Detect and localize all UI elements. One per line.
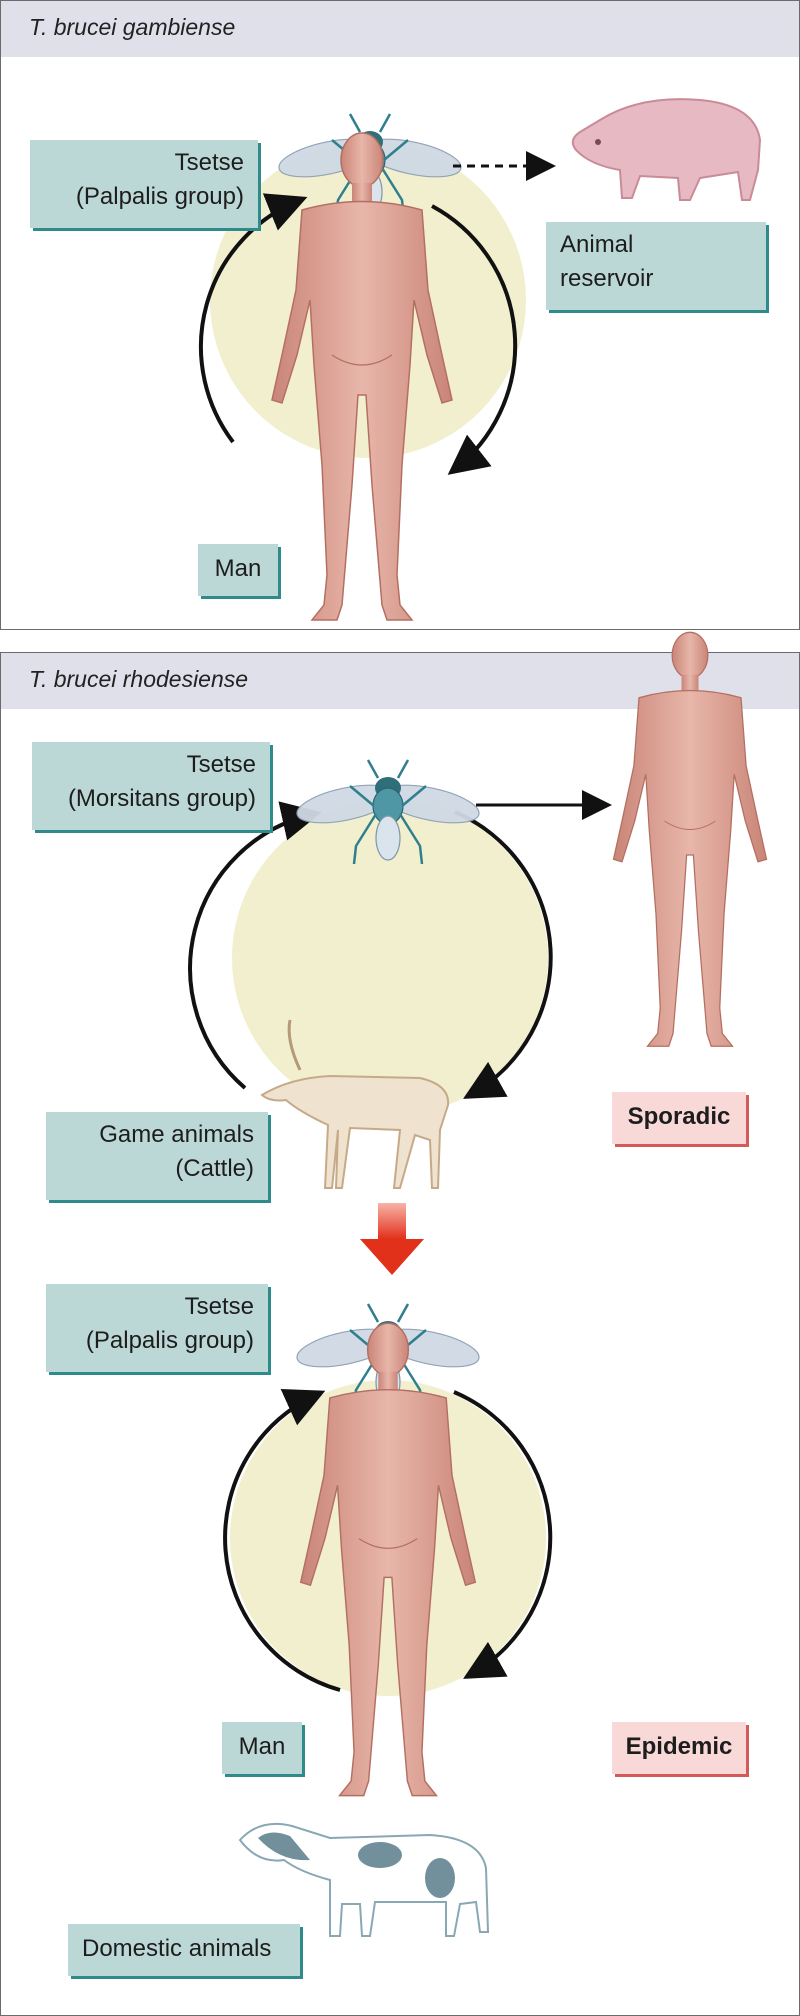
down-arrow-icon (360, 1203, 424, 1275)
label-line: Tsetse (174, 149, 244, 176)
panel-title: T. brucei gambiense (29, 14, 236, 40)
label-line: Animal (560, 231, 634, 258)
pig-icon (571, 98, 762, 201)
label-line: Epidemic (625, 1733, 733, 1760)
cycle-arrow-icon (198, 193, 308, 444)
label-line: (Morsitans group) (67, 785, 256, 812)
man-label: Man (222, 1722, 302, 1774)
tsetse-palpalis-label: Tsetse (Palpalis group) (30, 140, 258, 228)
cycle-arrow-icon (431, 204, 518, 475)
label-line: Tsetse (184, 1293, 254, 1320)
cycle-arrow-icon (454, 810, 553, 1099)
label-line: reservoir (560, 265, 654, 292)
label-line: (Palpalis group) (85, 1327, 254, 1354)
domestic-animals-label: Domestic animals (68, 1924, 300, 1976)
man-label: Man (198, 544, 278, 596)
antelope-icon (260, 1019, 450, 1189)
label-line: (Cattle) (175, 1155, 254, 1182)
cow-icon (238, 1822, 490, 1937)
panel-title: T. brucei rhodesiense (29, 666, 249, 692)
epidemic-label: Epidemic (612, 1722, 746, 1774)
panel-header: T. brucei gambiense (1, 1, 799, 57)
cycle-background (232, 800, 548, 1116)
label-line: Game animals (99, 1121, 254, 1148)
label-line: Tsetse (186, 751, 256, 778)
cycle-arrow-icon (223, 1388, 341, 1692)
label-line: (Palpalis group) (75, 183, 244, 210)
cycle-arrow-icon (453, 1390, 553, 1679)
animal-reservoir-label: Animal reservoir (546, 222, 766, 310)
tsetse-palpalis-label: Tsetse (Palpalis group) (46, 1284, 268, 1372)
tsetse-morsitans-label: Tsetse (Morsitans group) (32, 742, 270, 830)
label-line: Sporadic (627, 1103, 731, 1130)
label-line: Man (238, 1733, 286, 1760)
game-animals-label: Game animals (Cattle) (46, 1112, 268, 1200)
human-figure-icon (612, 631, 768, 1047)
label-line: Man (214, 555, 262, 582)
label-line: Domestic animals (82, 1935, 272, 1962)
sporadic-label: Sporadic (612, 1092, 746, 1144)
cycle-arrow-icon (188, 801, 322, 1090)
